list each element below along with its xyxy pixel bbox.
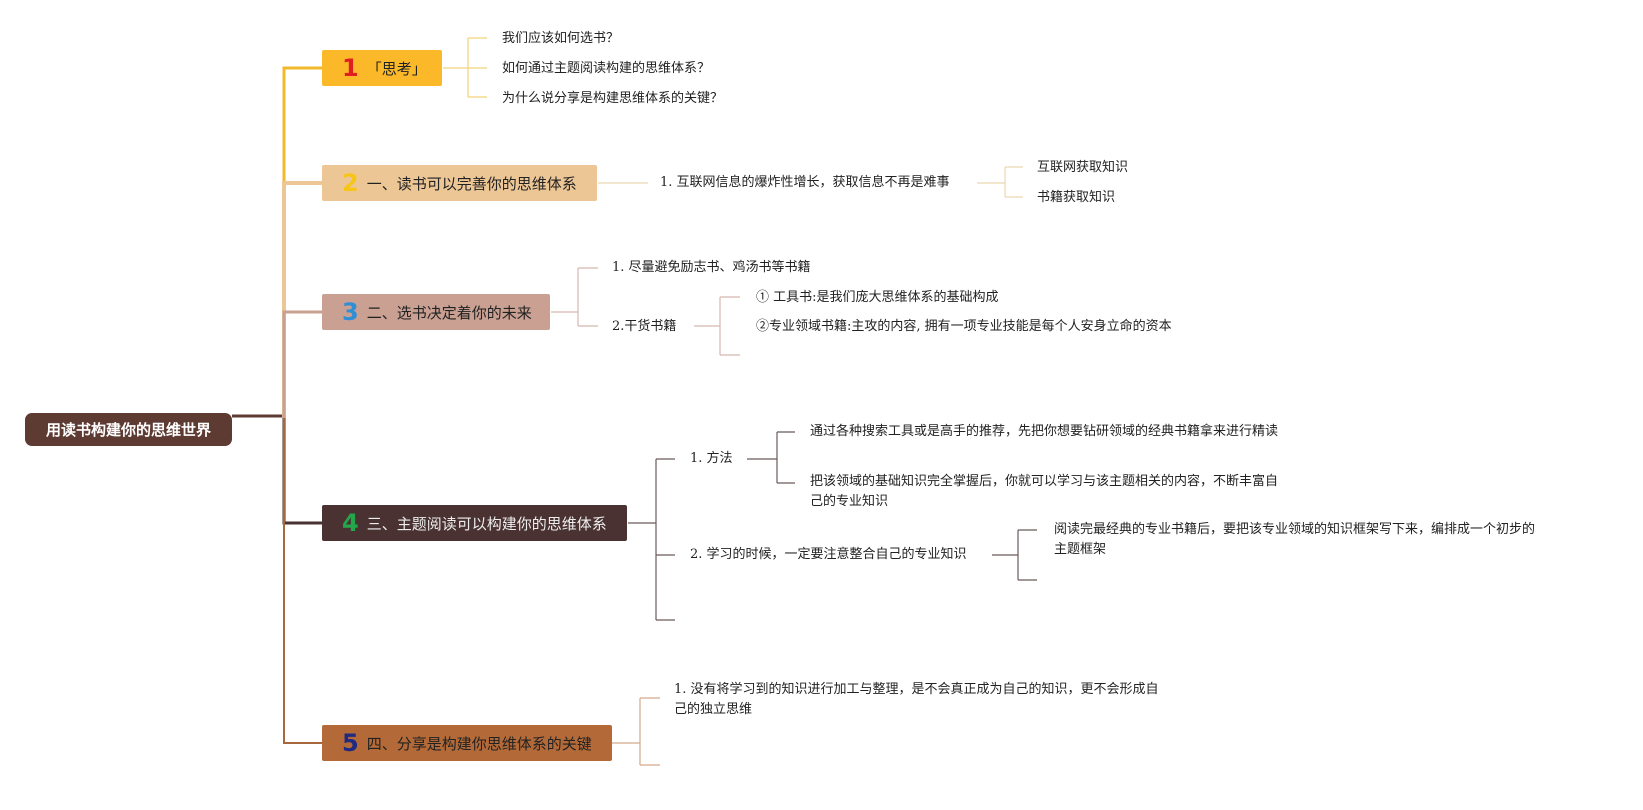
branch-number: 2 [342, 169, 359, 197]
branch-label: 四、分享是构建你思维体系的关键 [366, 734, 592, 753]
topic-leaf[interactable]: ②专业领域书籍:主攻的内容, 拥有一项专业技能是每个人安身立命的资本 [756, 319, 1172, 334]
branch-thinking[interactable]: 1 「思考」 [322, 50, 442, 86]
topic-leaf[interactable]: 把该领域的基础知识完全掌握后，你就可以学习与该主题相关的内容，不断丰富自己的专业… [810, 474, 1279, 509]
topic-subpoint[interactable]: 1. 互联网信息的爆炸性增长，获取信息不再是难事 [660, 175, 950, 190]
topic-leaf[interactable]: 书籍获取知识 [1037, 190, 1116, 205]
topic-subpoint[interactable]: 1. 方法 [690, 451, 733, 466]
branch-number: 4 [342, 509, 359, 537]
topic-leaf[interactable]: 阅读完最经典的专业书籍后，要把该专业领域的知识框架写下来，编排成一个初步的主题框… [1054, 522, 1536, 557]
branch-thematic-reading[interactable]: 4 三、主题阅读可以构建你的思维体系 [322, 505, 627, 541]
branch-label: 一、读书可以完善你的思维体系 [366, 174, 577, 193]
branch-number: 5 [342, 729, 359, 757]
topic-leaf[interactable]: ① 工具书:是我们庞大思维体系的基础构成 [756, 290, 999, 305]
topic-subpoint[interactable]: 1. 尽量避免励志书、鸡汤书等书籍 [612, 260, 811, 275]
topic-question[interactable]: 为什么说分享是构建思维体系的关键？ [502, 91, 724, 106]
topic-leaf[interactable]: 通过各种搜索工具或是高手的推荐，先把你想要钻研领域的经典书籍拿来进行精读 [810, 424, 1279, 439]
branch-book-selection[interactable]: 3 二、选书决定着你的未来 [322, 294, 550, 330]
root-topic[interactable]: 用读书构建你的思维世界 [25, 413, 232, 446]
topic-subpoint[interactable]: 2. 学习的时候，一定要注意整合自己的专业知识 [690, 547, 967, 562]
branch-label: 二、选书决定着你的未来 [366, 303, 532, 322]
branch-number: 1 [342, 54, 359, 82]
topic-subpoint[interactable]: 1. 没有将学习到的知识进行加工与整理，是不会真正成为自己的知识，更不会形成自己… [674, 682, 1159, 717]
branch-label: 三、主题阅读可以构建你的思维体系 [366, 514, 607, 533]
topic-question[interactable]: 我们应该如何选书？ [502, 31, 620, 46]
branch-sharing[interactable]: 5 四、分享是构建你思维体系的关键 [322, 725, 612, 761]
branch-label: 「思考」 [366, 59, 427, 78]
topic-question[interactable]: 如何通过主题阅读构建的思维体系？ [502, 61, 711, 76]
branch-reading-improves-thinking[interactable]: 2 一、读书可以完善你的思维体系 [322, 165, 597, 201]
topic-subpoint[interactable]: 2.干货书籍 [612, 319, 677, 334]
branch-number: 3 [342, 298, 359, 326]
topic-leaf[interactable]: 互联网获取知识 [1037, 160, 1129, 175]
